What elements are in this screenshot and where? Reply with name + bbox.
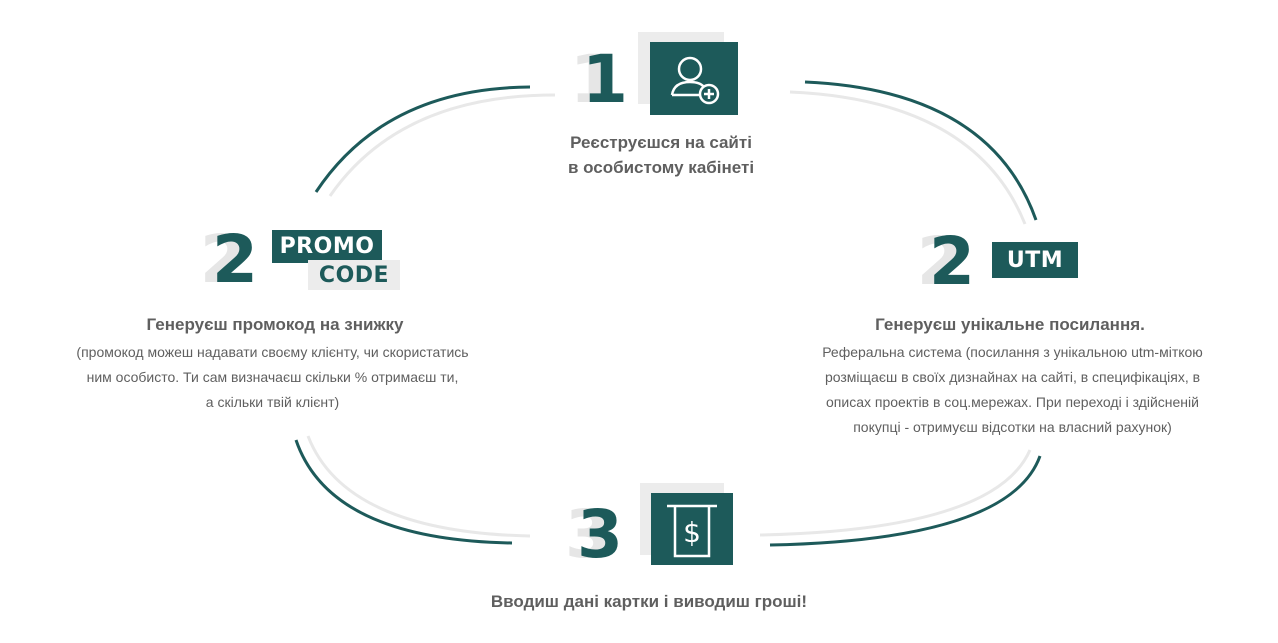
- utm-tag: UTM: [992, 242, 1078, 278]
- step1-number: 1 1: [570, 41, 628, 118]
- arc-top-left: [314, 85, 531, 193]
- step3-number: 3 3: [565, 496, 623, 573]
- step2-utm-title: Генеруєш унікальне посилання.: [875, 315, 1145, 334]
- arc-bottom-right-shadow: [759, 449, 1032, 537]
- step2-utm-number: 2 2: [917, 223, 975, 300]
- svg-text:$: $: [683, 516, 701, 549]
- code-tag: CODE: [308, 260, 400, 290]
- arc-top-left-shadow: [328, 93, 556, 197]
- arc-bottom-right: [769, 455, 1042, 547]
- step1-icon-box: [650, 42, 738, 115]
- user-plus-icon: [670, 56, 720, 104]
- step2-promo-title: Генеруєш промокод на знижку: [146, 315, 404, 334]
- promo-tag: PROMO: [272, 230, 382, 263]
- arc-bottom-left: [294, 439, 513, 545]
- step2-promo-desc: (промокод можеш надавати своєму клієнту,…: [76, 344, 469, 410]
- step3-title: Вводиш дані картки і виводиш гроші!: [490, 592, 808, 611]
- arc-top-right-shadow: [789, 90, 1027, 225]
- arc-bottom-left-shadow: [306, 435, 531, 538]
- arc-top-right: [804, 80, 1038, 221]
- step2-utm-desc: Реферальна система (посилання з унікальн…: [822, 344, 1203, 435]
- step2-promo-number: 2 2: [200, 221, 258, 298]
- step3-icon-box: $: [651, 493, 733, 565]
- step1-title: Реєструєшся на сайті в особистому кабіне…: [567, 133, 755, 177]
- atm-dollar-icon: $: [667, 504, 717, 558]
